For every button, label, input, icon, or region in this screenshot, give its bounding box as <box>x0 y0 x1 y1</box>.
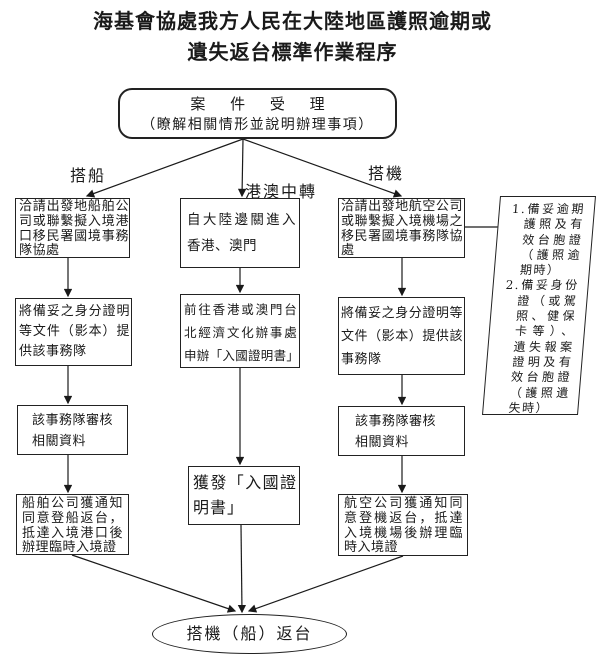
arrow-start-to-transit <box>237 138 247 198</box>
documents-note-box: 1.備妥逾期護照及有效台胞證（護照逾期時） 2.備妥身份證（或駕照、健保卡等）、… <box>481 196 596 415</box>
plane-step-2-provide-documents: 將備妥之身分證明等文件（影本）提供該事務隊 <box>338 297 465 375</box>
transit-step-2-apply-entry-permit: 前往香港或澳門台北經濟文化辦事處申辦「入國證明書」 <box>180 294 300 368</box>
arrow-transit-to-end <box>237 524 247 614</box>
ship-step-3-review: 該事務隊審核相關資料 <box>17 405 128 455</box>
page-title-line1: 海基會協處我方人民在大陸地區護照逾期或 <box>93 9 492 33</box>
arrow-plane-to-end <box>247 555 404 613</box>
arrow-ship-to-end <box>71 554 237 613</box>
branch-label-ship: 搭船 <box>70 166 107 185</box>
arrow-start-to-plane <box>242 138 403 198</box>
start-node-case-acceptance: 案 件 受 理 （瞭解相關情形並說明辦理事項） <box>118 88 397 139</box>
page-title: 海基會協處我方人民在大陸地區護照逾期或 遺失返台標準作業程序 <box>0 6 585 68</box>
ship-step-4-board-return: 船舶公司獲通知同意登船返台，抵達入境港口後辦理臨時入境證 <box>16 494 129 555</box>
note-item-expired-passport: 1.備妥逾期護照及有效台胞證（護照逾期時） <box>511 202 586 278</box>
plane-step-3-review: 該事務隊審核相關資料 <box>338 406 465 456</box>
note-item-lost-passport: 2.備妥身份證（或駕照、健保卡等）、遺失報案證明及有效台胞證（護照遺失時） <box>505 278 580 415</box>
start-node-subtitle: （瞭解相關情形並說明辦理事項） <box>141 117 374 133</box>
transit-step-1-enter-hk-macau: 自大陸邊關進入香港、澳門 <box>180 198 300 268</box>
branch-label-plane: 搭機 <box>368 164 405 183</box>
ship-step-2-provide-documents: 將備妥之身分證明等文件（影本）提供該事務隊 <box>15 298 132 366</box>
end-node-return-taiwan: 搭機（船）返台 <box>152 614 347 654</box>
plane-step-4-board-return: 航空公司獲通知同意登機返台，抵達入境機場後辦理臨時入境證 <box>338 494 468 556</box>
plane-step-1-contact-airline: 洽請出發地航空公司或聯繫擬入境機場之移民署國境事務隊協處 <box>338 198 465 258</box>
branch-label-transit: 港澳中轉 <box>245 182 318 201</box>
page-title-line2: 遺失返台標準作業程序 <box>187 40 398 64</box>
arrow-start-to-ship <box>85 138 244 198</box>
transit-step-3-receive-entry-permit: 獲發「入國證明書」 <box>188 466 300 525</box>
ship-step-1-contact-shipping: 洽請出發地船舶公司或聯繫擬入境港口移民署國境事務隊協處 <box>15 198 130 258</box>
start-node-title: 案 件 受 理 <box>190 95 335 113</box>
